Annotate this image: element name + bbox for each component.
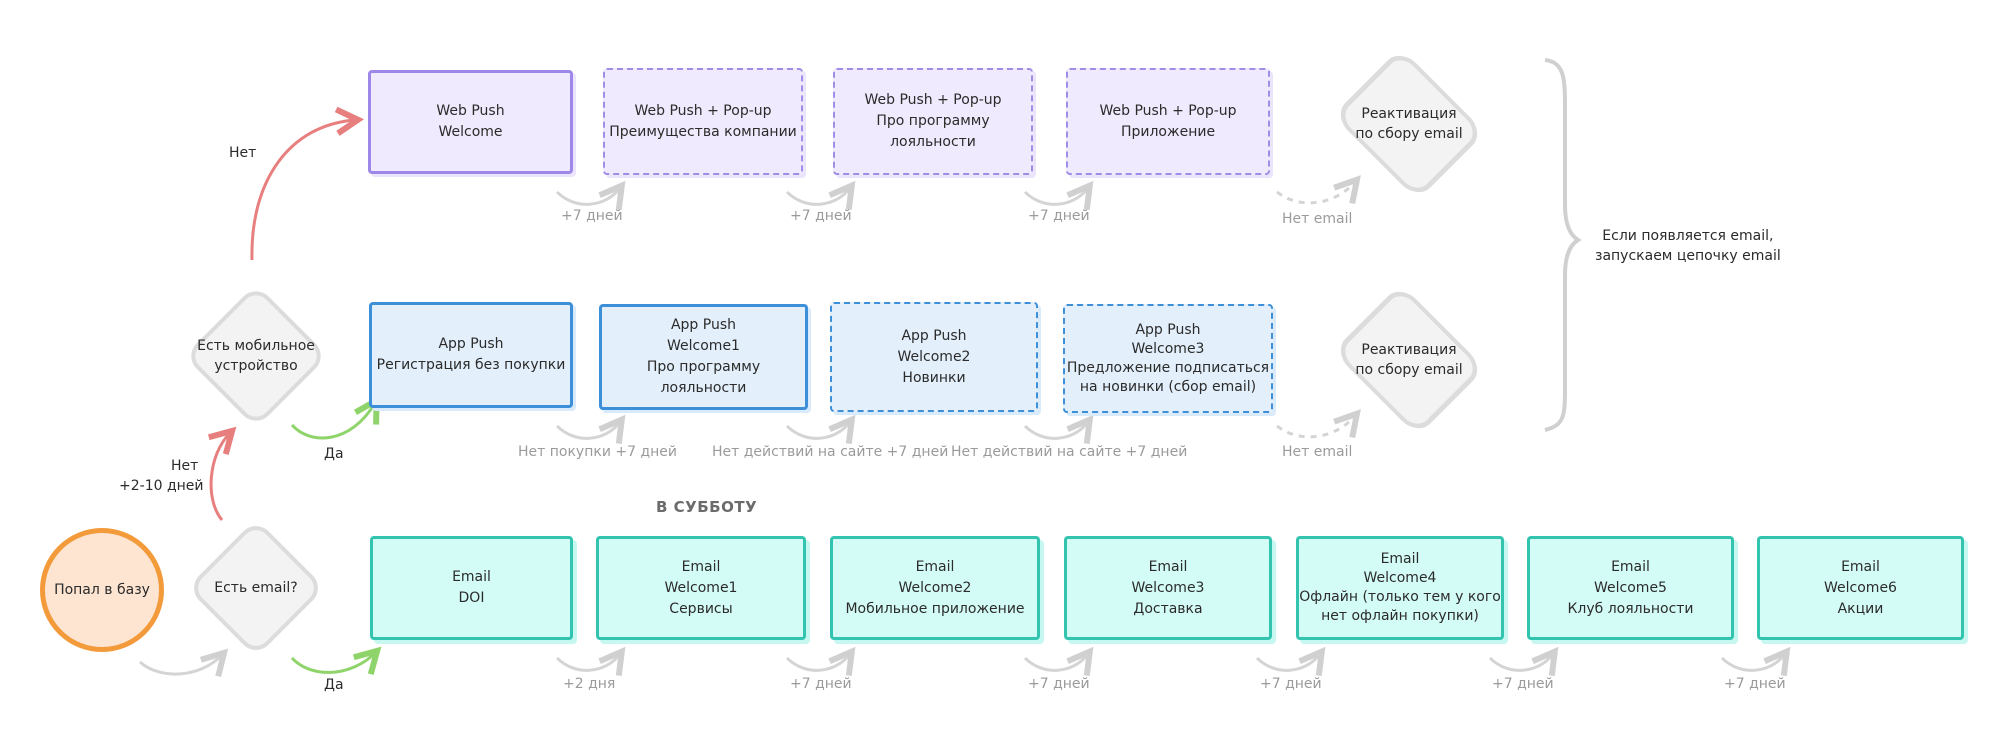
label-yes-bottom: Да — [324, 677, 344, 693]
delay-app-3: Нет действий на сайте +7 дней — [951, 444, 1188, 460]
arrow-yes-to-app — [290, 403, 375, 440]
arrow-email-6 — [1720, 654, 1785, 670]
delay-web-1: +7 дней — [561, 208, 623, 224]
arrow-no-to-web — [250, 120, 355, 261]
delay-web-2: +7 дней — [790, 208, 852, 224]
delay-app-1: Нет покупки +7 дней — [518, 444, 677, 460]
arrow-app-4 — [1276, 416, 1355, 439]
arrow-no-to-mobile — [211, 433, 230, 521]
arrow-start-to-email — [138, 655, 222, 674]
delay-web-4: Нет email — [1282, 211, 1353, 227]
delay-web-3: +7 дней — [1028, 208, 1090, 224]
delay-app-2: Нет действий на сайте +7 дней — [712, 444, 949, 460]
arrow-web-3 — [1023, 188, 1088, 204]
arrow-email-3 — [1023, 654, 1088, 670]
arrow-app-2 — [785, 422, 850, 438]
label-no-mid: Нет — [171, 458, 199, 474]
delay-email-3: +7 дней — [1028, 676, 1090, 692]
label-no-top: Нет — [229, 145, 257, 161]
right-brace — [1544, 58, 1582, 432]
brace-note: Если появляется email, запускаем цепочку… — [1595, 228, 1781, 264]
start-node: Попал в базу — [40, 528, 164, 652]
label-no-mid-days: +2-10 дней — [119, 478, 204, 494]
arrow-web-1 — [555, 188, 620, 204]
delay-app-4: Нет email — [1282, 444, 1353, 460]
arrow-email-1 — [555, 654, 620, 670]
arrow-web-2 — [785, 188, 850, 204]
arrow-app-3 — [1023, 422, 1088, 438]
delay-email-4: +7 дней — [1260, 676, 1322, 692]
arrow-app-1 — [555, 422, 620, 438]
arrow-yes-to-email — [290, 653, 375, 672]
arrow-email-2 — [785, 654, 850, 670]
decision-has-email-text: Есть email? — [214, 580, 298, 596]
saturday-label: В СУББОТУ — [656, 498, 758, 516]
delay-email-1: +2 дня — [563, 676, 616, 692]
delay-email-2: +7 дней — [790, 676, 852, 692]
arrow-email-5 — [1488, 654, 1553, 670]
label-yes-mid: Да — [324, 446, 344, 462]
start-label: Попал в базу — [54, 582, 150, 598]
arrow-email-4 — [1255, 654, 1320, 670]
delay-email-6: +7 дней — [1724, 676, 1786, 692]
decision-has-email: Есть email? — [186, 518, 326, 658]
arrow-web-4 — [1276, 182, 1355, 205]
delay-email-5: +7 дней — [1492, 676, 1554, 692]
